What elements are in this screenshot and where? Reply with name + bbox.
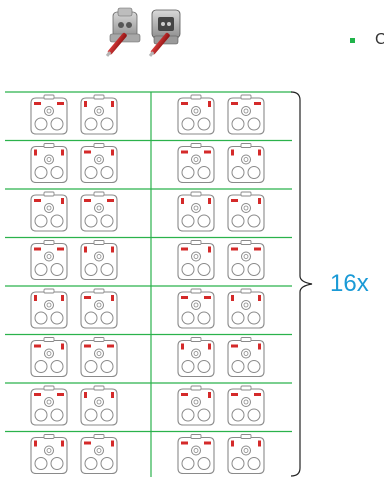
bullet-marker xyxy=(350,38,355,43)
connector-module-icon xyxy=(227,240,265,281)
connector-module-icon xyxy=(30,94,68,135)
connector-module-icon xyxy=(80,385,118,426)
connector-module-icon xyxy=(30,240,68,281)
connector-module-icon xyxy=(227,191,265,232)
connector-module-icon xyxy=(30,288,68,329)
connector-module-icon xyxy=(227,337,265,378)
connector-module-icon xyxy=(227,288,265,329)
connector-module-icon xyxy=(80,337,118,378)
connector-module-icon xyxy=(177,240,215,281)
connector-module-icon xyxy=(227,94,265,135)
module-grid xyxy=(5,91,292,477)
connector-module-icon xyxy=(80,434,118,475)
connector-module-icon xyxy=(80,94,118,135)
connector-module-icon xyxy=(227,143,265,184)
connector-module-icon xyxy=(177,337,215,378)
connector-module-icon xyxy=(177,143,215,184)
count-label: 16x xyxy=(330,270,369,297)
connector-module-icon xyxy=(30,385,68,426)
crimp-contact-icon xyxy=(148,32,170,57)
connector-module-icon xyxy=(30,337,68,378)
bullet-text: C xyxy=(375,31,384,48)
connector-housing-open-icon xyxy=(109,7,141,43)
connector-module-icon xyxy=(30,191,68,232)
crimp-contact-icon xyxy=(105,32,127,57)
connector-module-icon xyxy=(177,434,215,475)
connector-module-icon xyxy=(80,143,118,184)
connector-module-icon xyxy=(80,240,118,281)
connector-module-icon xyxy=(177,288,215,329)
connector-module-icon xyxy=(30,143,68,184)
connector-module-icon xyxy=(227,385,265,426)
connector-module-icon xyxy=(177,191,215,232)
connector-module-icon xyxy=(227,434,265,475)
connector-module-icon xyxy=(177,94,215,135)
connector-module-icon xyxy=(80,288,118,329)
connector-module-icon xyxy=(80,191,118,232)
connector-module-icon xyxy=(177,385,215,426)
grouping-brace xyxy=(290,91,313,477)
connector-module-icon xyxy=(30,434,68,475)
